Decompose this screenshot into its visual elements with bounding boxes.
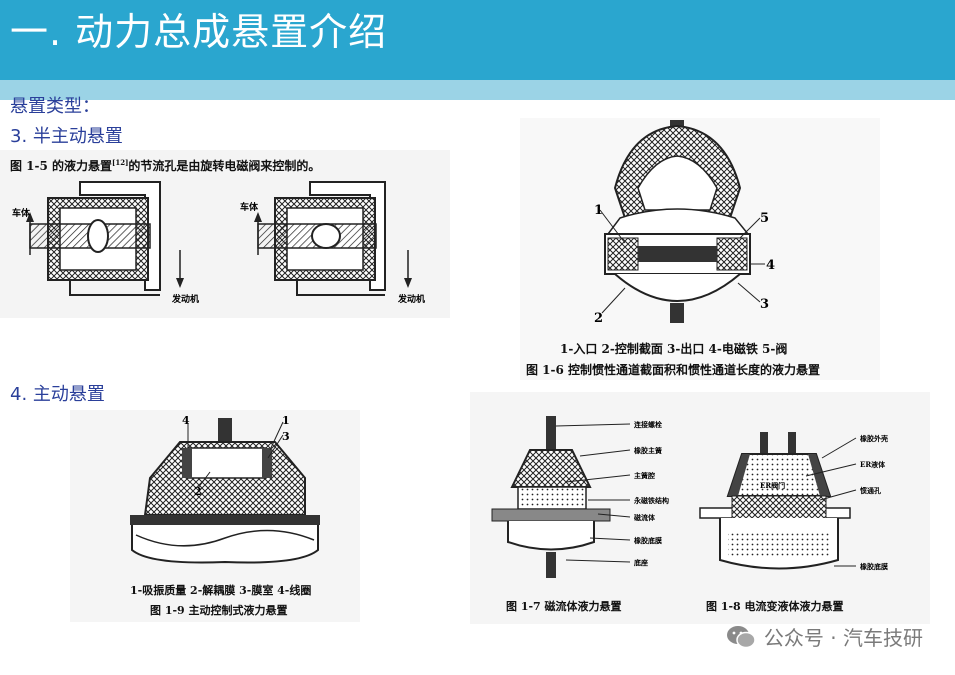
figure-1-7-label-spring-chamber: 主簧腔 xyxy=(634,471,655,480)
figure-1-8-label-orifice: 惯通孔 xyxy=(860,486,881,495)
figure-1-5: 图 1-5 的液力悬置[12]的节流孔是由旋转电磁阀来控制的。 车体 发 xyxy=(0,150,450,318)
figures-1-7-1-8: 连接螺栓 橡胶主簧 主簧腔 永磁铁结构 磁流体 橡胶底膜 底座 橡胶外壳 ER液… xyxy=(470,392,930,624)
figure-1-7-drawing: 连接螺栓 橡胶主簧 主簧腔 永磁铁结构 磁流体 橡胶底膜 底座 橡胶外壳 ER液… xyxy=(491,416,888,578)
active-label: 4. 主动悬置 xyxy=(10,384,105,405)
figure-1-8-label-shell: 橡胶外壳 xyxy=(860,434,888,443)
figure-1-9: 4 1 3 2 1-吸振质量 2-解耦膜 3-膜室 4-线圈 图 1-9 主动控… xyxy=(70,410,360,622)
header-strip xyxy=(0,80,955,100)
figure-1-7-label-bottom-membrane: 橡胶底膜 xyxy=(634,536,662,545)
page-title: 一. 动力总成悬置介绍 xyxy=(10,10,388,54)
figure-1-7-label-mr-fluid: 磁流体 xyxy=(634,513,656,522)
figure-1-6-callout-2: 2 xyxy=(594,311,603,326)
figure-1-9-callout-3: 3 xyxy=(282,430,290,443)
figure-1-5-drawing: 车体 发动机 车体 发动机 xyxy=(12,181,425,305)
figure-1-9-callout-2: 2 xyxy=(194,485,202,498)
figure-1-5-right-body-label: 车体 xyxy=(240,201,259,213)
figure-1-9-callout-1: 1 xyxy=(282,414,290,427)
figure-1-5-left-unit xyxy=(26,181,184,296)
wechat-icon xyxy=(726,624,756,650)
figure-1-6-callout-3: 3 xyxy=(760,297,769,312)
figure-1-5-caption-ref: [12] xyxy=(112,158,129,167)
figure-1-9-caption: 图 1-9 主动控制式液力悬置 xyxy=(150,604,288,617)
figure-1-8-caption: 图 1-8 电流变液体液力悬置 xyxy=(706,600,844,613)
figure-1-6-caption: 图 1-6 控制惯性通道截面积和惯性通道长度的液力悬置 xyxy=(526,363,821,377)
figure-1-5-left-engine-label: 发动机 xyxy=(171,293,199,305)
figure-1-5-right-unit xyxy=(254,181,412,296)
figure-1-9-callout-4: 4 xyxy=(182,414,190,427)
figure-1-6-callout-5: 5 xyxy=(760,211,769,226)
header-bar: 一. 动力总成悬置介绍 xyxy=(0,0,955,80)
figure-1-8-label-er-fluid: ER液体 xyxy=(860,460,886,469)
figure-1-7-caption: 图 1-7 磁流体液力悬置 xyxy=(506,600,622,613)
figure-1-5-caption: 图 1-5 的液力悬置[12]的节流孔是由旋转电磁阀来控制的。 xyxy=(10,157,320,174)
figure-1-5-caption-rest: 的节流孔是由旋转电磁阀来控制的。 xyxy=(128,159,321,173)
figure-1-5-left-body-label: 车体 xyxy=(12,207,31,219)
figure-1-6-drawing: 1 5 4 2 3 xyxy=(594,120,775,326)
figure-1-6-callout-4: 4 xyxy=(766,258,775,273)
figure-1-8-label-er-valve: ER阀门 xyxy=(760,481,785,490)
figure-1-9-legend: 1-吸振质量 2-解耦膜 3-膜室 4-线圈 xyxy=(130,584,312,597)
figure-1-5-caption-main: 图 1-5 的液力悬置 xyxy=(10,159,113,173)
figure-1-8-label-bottom-membrane: 橡胶底膜 xyxy=(860,562,888,571)
figure-1-7-label-magnet: 永磁铁结构 xyxy=(633,496,669,505)
watermark: 公众号 · 汽车技研 xyxy=(726,622,923,651)
suspension-type-label: 悬置类型： xyxy=(10,96,100,117)
watermark-text: 公众号 · 汽车技研 xyxy=(763,626,923,650)
figure-1-7-label-base: 底座 xyxy=(634,558,648,567)
figure-1-9-drawing: 4 1 3 2 xyxy=(130,414,320,564)
semi-active-label: 3. 半主动悬置 xyxy=(10,126,123,147)
figure-1-7-label-main-spring: 橡胶主簧 xyxy=(634,446,662,455)
figure-1-7-label-bolt: 连接螺栓 xyxy=(634,420,662,429)
figure-1-5-right-engine-label: 发动机 xyxy=(397,293,425,305)
figure-1-6: 1 5 4 2 3 1-入口 2-控制截面 3-出口 4-电磁铁 5-阀 图 1… xyxy=(520,118,880,380)
figure-1-6-callout-1: 1 xyxy=(594,203,603,218)
figure-1-6-legend: 1-入口 2-控制截面 3-出口 4-电磁铁 5-阀 xyxy=(560,342,788,356)
